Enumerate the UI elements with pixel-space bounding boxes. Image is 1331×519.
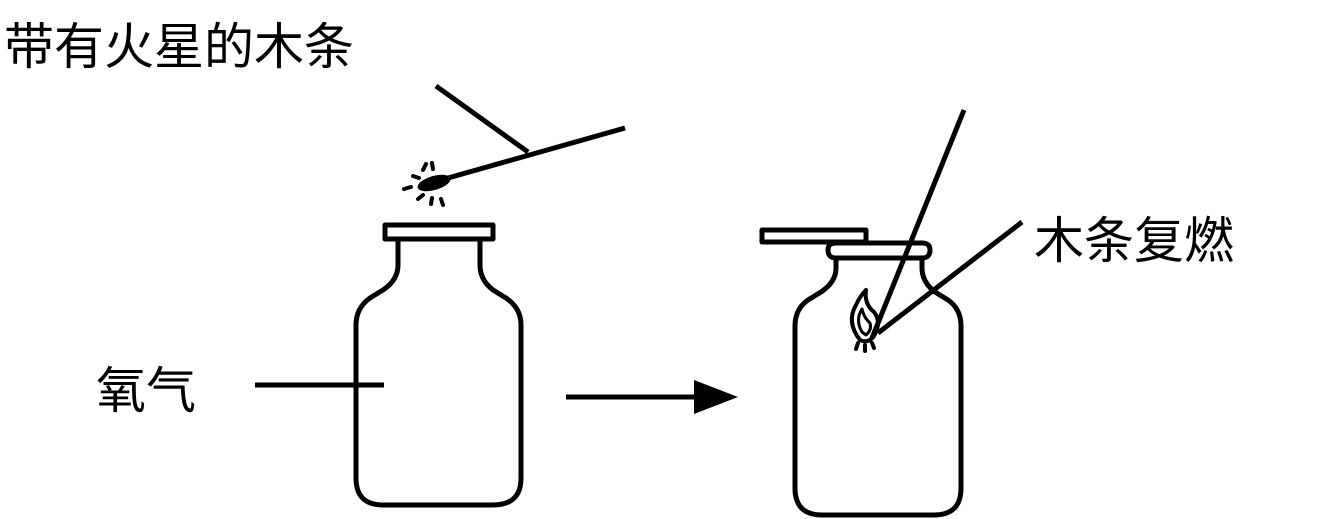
glowing-splint: [417, 125, 626, 192]
label-splint-relights: 木条复燃: [1034, 212, 1234, 270]
leader-line-relight: [876, 220, 1024, 335]
left-jar-lid: [382, 222, 496, 242]
splint-ember-tip: [417, 174, 451, 192]
flame-icon: [849, 288, 880, 353]
inserted-splint: [869, 109, 967, 339]
left-jar-body: [353, 239, 524, 508]
right-jar-rim: [825, 240, 933, 261]
leader-line-splint: [434, 83, 530, 155]
right-arrow-icon: [566, 380, 738, 414]
label-oxygen: 氧气: [96, 362, 196, 420]
splint-stick: [447, 125, 626, 181]
label-glowing-splint: 带有火星的木条: [4, 18, 354, 76]
right-jar-lid-removed: [759, 227, 869, 245]
spark-icon: [402, 161, 445, 207]
right-jar-body: [792, 258, 964, 518]
